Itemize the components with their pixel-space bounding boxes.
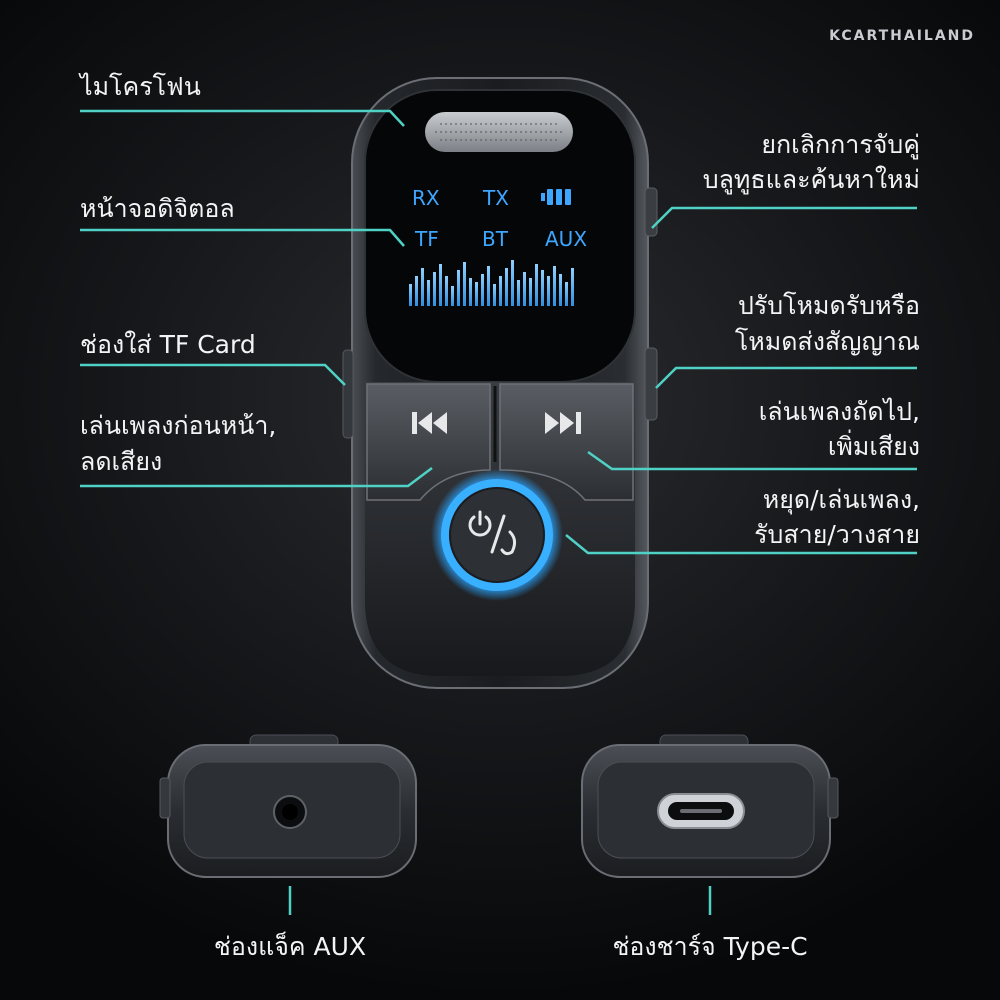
- equalizer-bar: [409, 284, 412, 306]
- typec-device-view: [581, 734, 839, 878]
- equalizer-bar: [487, 266, 490, 306]
- mode-label-line1: ปรับโหมดรับหรือ: [737, 291, 920, 320]
- aux-device-view: [159, 734, 417, 878]
- microphone-label: ไมโครโฟน: [80, 72, 201, 101]
- screen-aux: AUX: [545, 227, 587, 251]
- pair-label-line2: บลูทูธและค้นหาใหม่: [702, 165, 920, 194]
- equalizer-bar: [445, 276, 448, 306]
- screen-bt: BT: [482, 227, 509, 251]
- equalizer-bar: [433, 272, 436, 306]
- typec-port-label: ช่องชาร์จ Type-C: [612, 932, 808, 961]
- equalizer-bar: [553, 266, 556, 306]
- equalizer-bar: [547, 276, 550, 306]
- tf-slot-label: ช่องใส่ TF Card: [80, 330, 256, 359]
- screen-tx: TX: [482, 186, 509, 210]
- equalizer-bar: [475, 282, 478, 306]
- brand-watermark: KCARTHAILAND: [829, 28, 975, 44]
- next-label-line1: เล่นเพลงถัดไป,: [758, 397, 920, 426]
- equalizer-bar: [427, 280, 430, 306]
- equalizer-bar: [559, 274, 562, 306]
- next-label-line2: เพิ่มเสียง: [827, 432, 920, 461]
- play-label-line2: รับสาย/วางสาย: [754, 520, 920, 549]
- screen-tf: TF: [414, 227, 439, 251]
- aux-jack-label: ช่องแจ็ค AUX: [213, 932, 367, 961]
- equalizer-bar: [421, 268, 424, 306]
- equalizer-bar: [517, 280, 520, 306]
- equalizer-bar: [529, 278, 532, 306]
- equalizer-bar: [469, 278, 472, 306]
- battery-icon: [541, 189, 571, 205]
- equalizer-bar: [535, 264, 538, 306]
- equalizer-bar: [463, 262, 466, 306]
- power-phone-icon: [468, 510, 517, 556]
- equalizer-bar: [571, 268, 574, 306]
- mode-label-line2: โหมดส่งสัญญาณ: [734, 327, 920, 356]
- equalizer-bar: [493, 284, 496, 306]
- pair-label-line1: ยกเลิกการจับคู่: [761, 130, 920, 159]
- previous-track-icon: [412, 412, 447, 434]
- previous-label-line2: ลดเสียง: [80, 447, 163, 476]
- equalizer-bar: [451, 286, 454, 306]
- equalizer-bar: [505, 268, 508, 306]
- equalizer-bar: [457, 270, 460, 306]
- equalizer-bar: [481, 274, 484, 306]
- screen-rx: RX: [412, 186, 440, 210]
- play-label-line1: หยุด/เล่นเพลง,: [762, 485, 920, 514]
- next-track-icon: [545, 412, 581, 434]
- equalizer-bar: [511, 260, 514, 306]
- equalizer-bar: [415, 276, 418, 306]
- digital-screen-label: หน้าจอดิจิตอล: [80, 194, 235, 223]
- equalizer-bar: [565, 282, 568, 306]
- equalizer-bars: [409, 260, 574, 306]
- previous-label-line1: เล่นเพลงก่อนหน้า,: [80, 411, 277, 440]
- equalizer-bar: [523, 272, 526, 306]
- microphone-grille: [425, 112, 573, 152]
- callout-lines: [80, 109, 917, 915]
- equalizer-bar: [499, 276, 502, 306]
- equalizer-bar: [541, 270, 544, 306]
- equalizer-bar: [439, 264, 442, 306]
